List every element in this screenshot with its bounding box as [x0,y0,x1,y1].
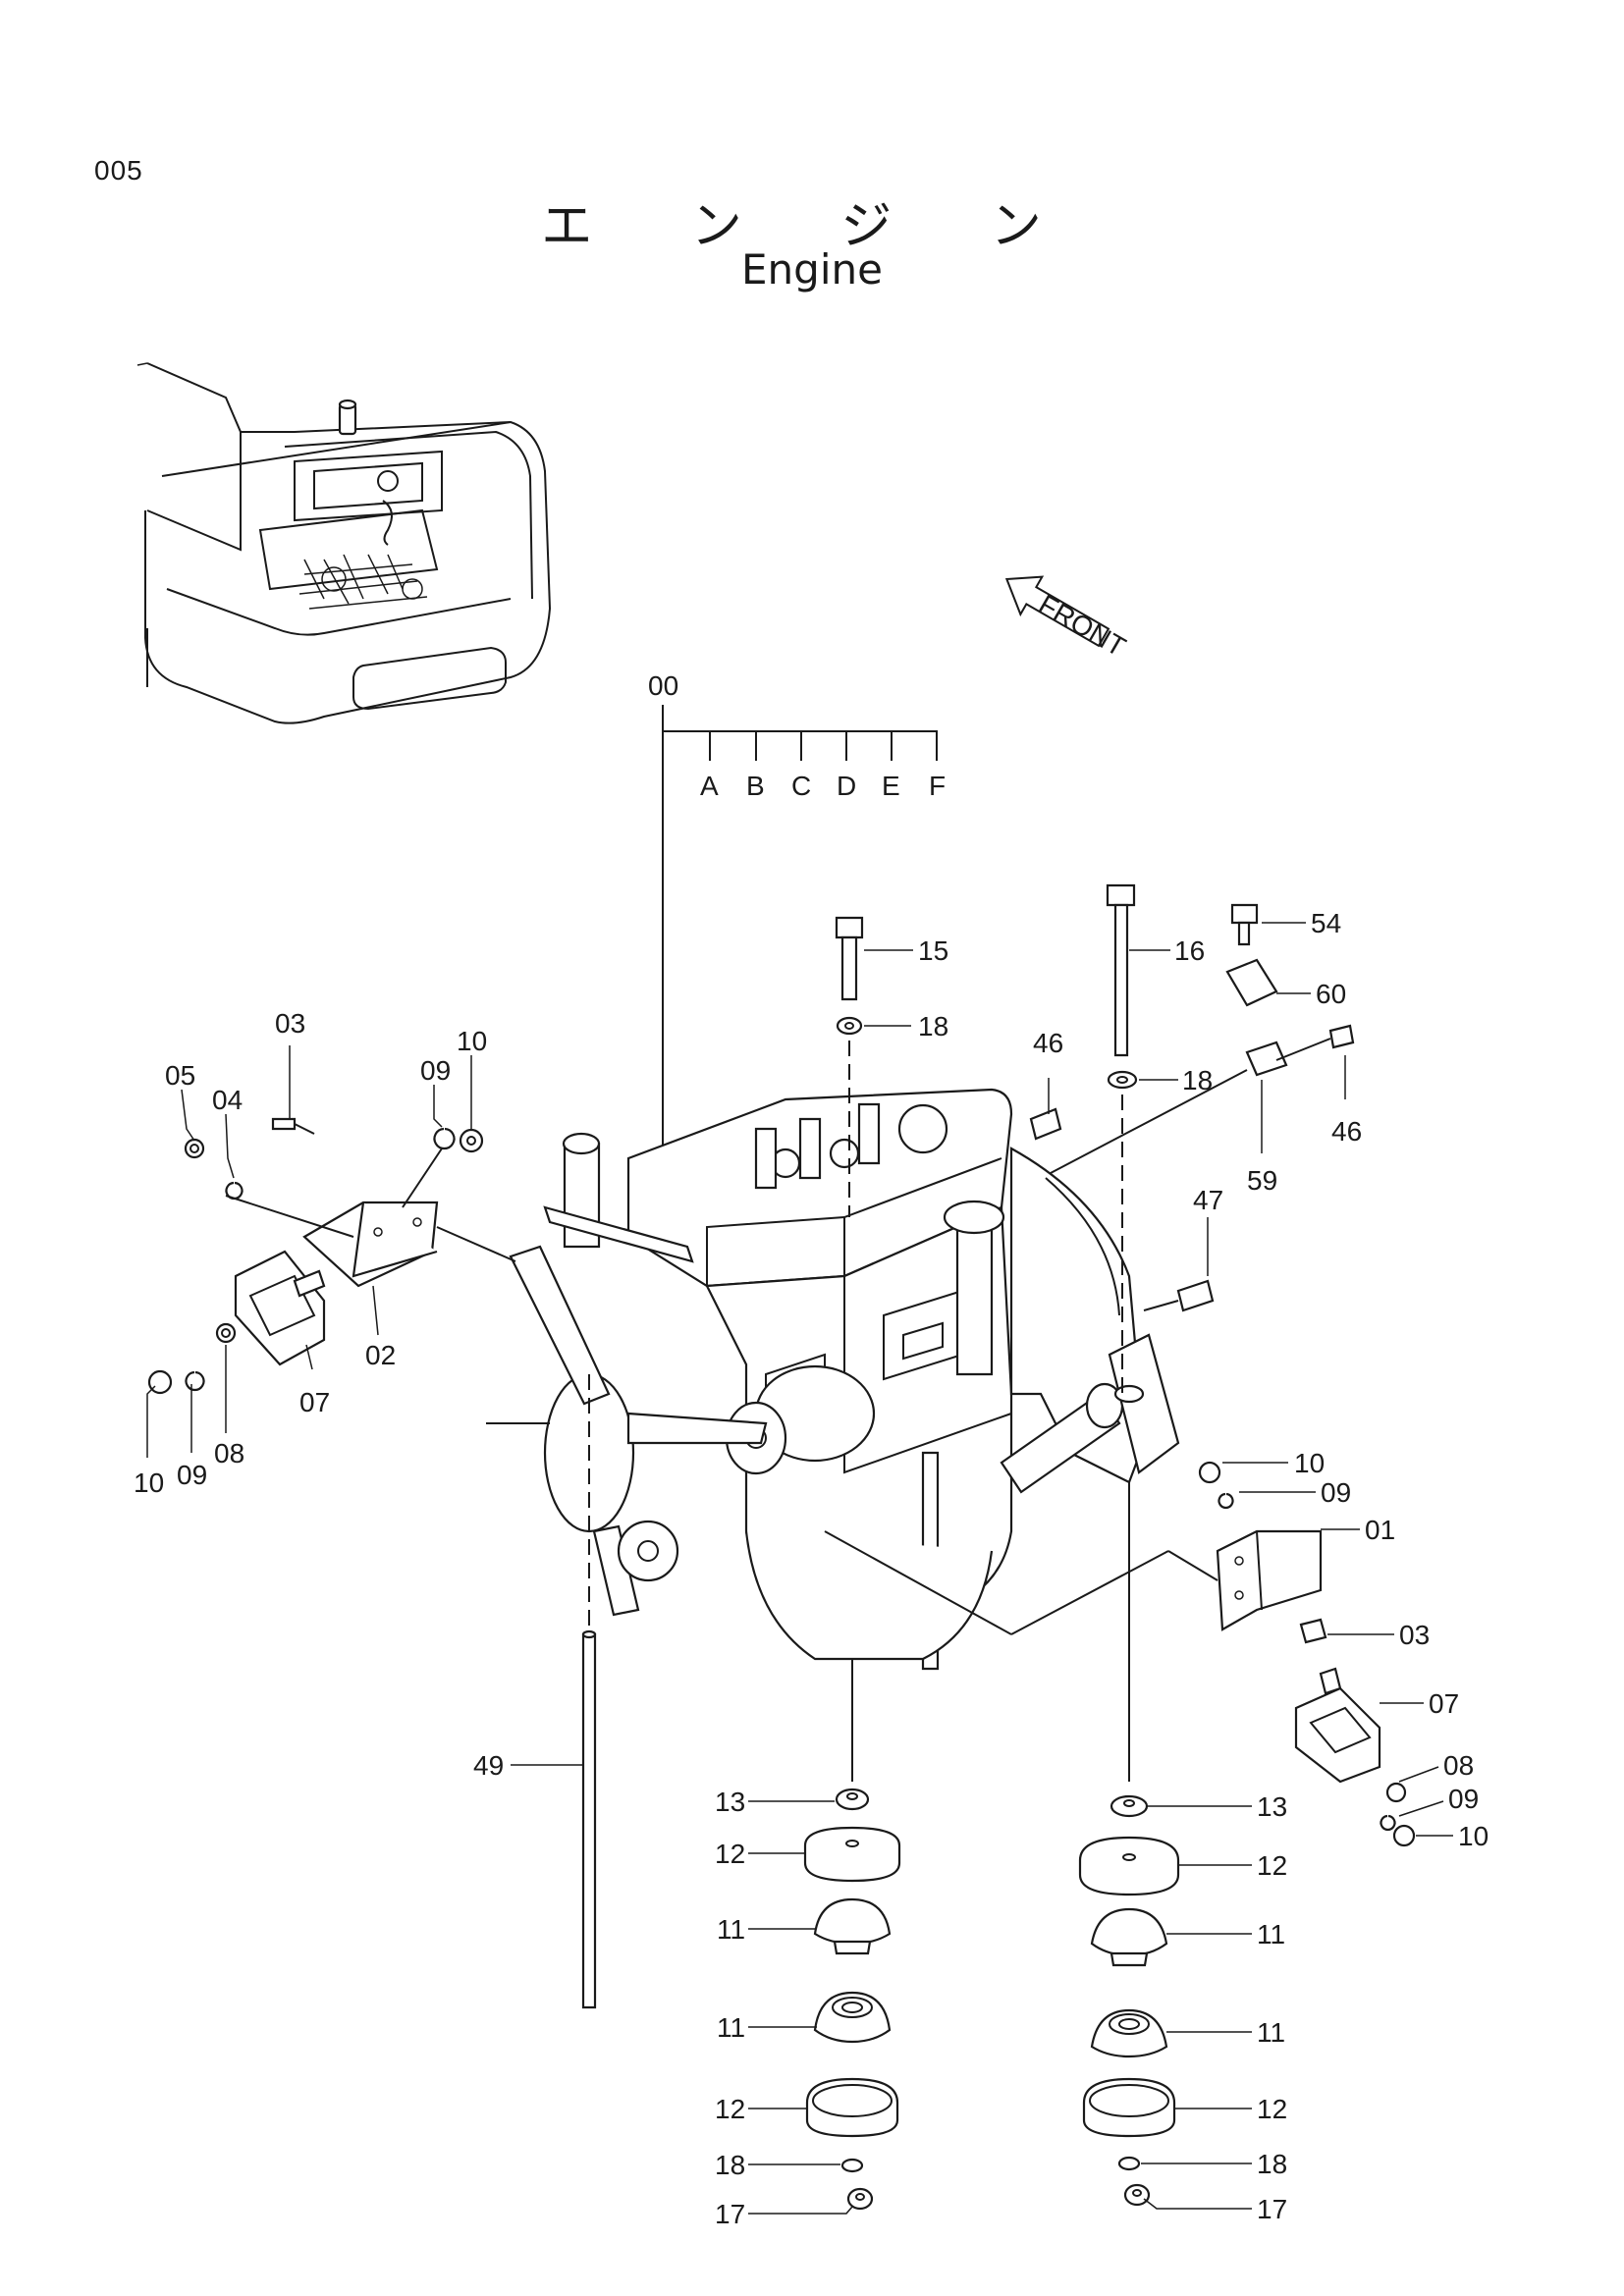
callout-label: 17 [1257,2194,1287,2224]
callout-label: 12 [1257,2094,1287,2124]
callout-label: 18 [715,2150,745,2180]
variant-label: E [882,771,900,801]
callout-label: 07 [299,1387,330,1417]
left-engine-mount-illustration [147,1117,516,1395]
right-foot-mount-stack [1078,1482,1180,2207]
callout-label: 10 [1458,1821,1489,1851]
callout-label: 11 [1257,1919,1285,1949]
dipstick-illustration [581,1374,597,2009]
callout-label: 12 [1257,1850,1287,1881]
callout-label: 18 [918,1011,948,1041]
callout-label: 54 [1311,908,1341,938]
callout-label: 18 [1257,2149,1287,2179]
callout-label: 47 [1193,1185,1223,1215]
callout-label: 46 [1033,1028,1063,1058]
callout-label: 12 [715,1839,745,1869]
callout-label: 05 [165,1060,195,1091]
callout-label: 10 [1294,1448,1325,1478]
callout-label: 13 [715,1787,745,1817]
callout-label: 59 [1247,1165,1277,1196]
callout-label: 02 [365,1340,396,1370]
variant-label: A [700,771,719,801]
callout-labels: 05 04 03 09 10 02 07 10 09 08 15 18 16 1… [134,908,1489,2229]
callout-label: 09 [1448,1784,1479,1814]
assembly-tree: 00 A B C D E F [648,670,946,1158]
variant-label: B [746,771,765,801]
callout-label: 11 [717,2012,745,2043]
callout-label: 08 [214,1438,244,1468]
callout-label: 03 [1399,1620,1430,1650]
title-english: Engine [741,245,883,294]
callout-label: 09 [177,1460,207,1490]
callout-label: 60 [1316,979,1346,1009]
callout-label: 08 [1443,1750,1474,1781]
callout-label: 04 [212,1085,243,1115]
cylinder-head-bolts-illustration [835,883,1355,1394]
callout-label: 09 [420,1055,451,1086]
callout-label: 07 [1429,1688,1459,1719]
callout-label: 03 [275,1008,305,1039]
variant-label: C [791,771,811,801]
callout-label: 11 [717,1914,745,1945]
callout-label: 17 [715,2199,745,2229]
callout-label: 15 [918,935,948,966]
callout-label: 01 [1365,1515,1395,1545]
callout-label: 10 [457,1026,487,1056]
right-engine-mount-illustration [824,1461,1416,1847]
callout-label: 13 [1257,1791,1287,1822]
variant-label: D [837,771,856,801]
page-number: 005 [94,155,143,186]
assembly-number: 00 [648,670,678,701]
callout-label: 16 [1174,935,1205,966]
callout-label: 18 [1182,1065,1213,1095]
front-label: FRONT [1034,589,1131,663]
callout-label: 12 [715,2094,745,2124]
machine-overview-illustration [136,362,552,724]
callout-label: 11 [1257,2017,1285,2048]
left-foot-mount-stack [803,1659,901,2211]
title-japanese: エ ン ジ ン [541,197,1083,256]
variant-label: F [929,771,946,801]
leader-lines [146,922,1453,2215]
callout-label: 09 [1321,1477,1351,1508]
callout-label: 10 [134,1468,164,1498]
callout-label: 49 [473,1750,504,1781]
front-direction-arrow: FRONT [1004,575,1131,663]
callout-label: 46 [1331,1116,1362,1147]
